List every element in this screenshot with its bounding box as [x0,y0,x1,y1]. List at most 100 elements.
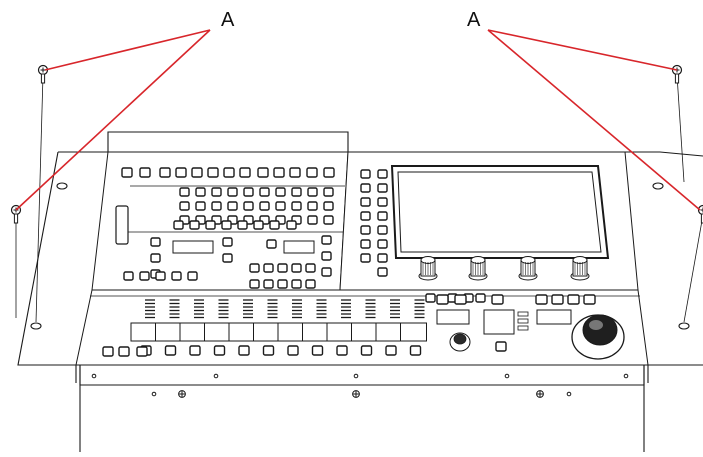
console-button [264,280,273,288]
screw-axis [677,75,684,182]
console-button [166,346,176,355]
console-button [270,221,279,229]
mini-led [518,326,528,330]
console-button [274,168,284,177]
console-button [223,238,232,246]
console-button [103,347,113,356]
mounting-hole [653,183,663,189]
console-button [244,188,253,196]
screw-axis [684,215,703,322]
console-button [137,347,147,356]
console-button [264,346,274,355]
channel-button [401,323,427,341]
screw-shank [41,74,44,83]
console-button [322,252,331,260]
console-button [361,170,370,178]
console-button [180,188,189,196]
slot [116,206,128,244]
console-button [260,202,269,210]
console-button [455,295,466,304]
console-button [267,240,276,248]
console-button [322,268,331,276]
console-button [156,272,165,280]
console-button [361,240,370,248]
leader-line [488,30,677,70]
console-button [196,202,205,210]
channel-button [352,323,378,341]
console-button [308,216,317,224]
console-button [306,264,315,272]
jog-wheel [572,315,624,359]
screw [39,66,48,84]
channel-button [180,323,206,341]
mini-display [537,310,571,324]
channel-button [229,323,255,341]
console-button [151,254,160,262]
touch-screen [392,166,608,258]
console-button [378,240,387,248]
console-button [426,294,435,302]
leader-line [45,30,210,70]
console-button [378,184,387,192]
console-button [264,264,273,272]
console-button [361,226,370,234]
console-button [324,202,333,210]
console-button [292,202,301,210]
console-button [151,238,160,246]
mini-display [484,310,514,334]
console-button [172,272,181,280]
console-button [212,188,221,196]
screw-shank [675,74,678,83]
console-button [568,295,579,304]
console-button [190,346,200,355]
console-button [124,272,133,280]
console-button [361,212,370,220]
screw [699,206,703,224]
console-button [307,168,317,177]
console-button [378,170,387,178]
channel-button [131,323,157,341]
console-button [378,198,387,206]
console-button [362,346,372,355]
console-button [324,168,334,177]
console-button [308,202,317,210]
mounting-hole [57,183,67,189]
mini-led [518,319,528,323]
console-button [223,254,232,262]
console-button [492,295,503,304]
console-button [192,168,202,177]
channel-button [303,323,329,341]
console-button [276,188,285,196]
console-button [238,221,247,229]
console-button [278,280,287,288]
console-button [244,202,253,210]
console-button [337,346,347,355]
mini-display [173,241,213,253]
console-button [278,264,287,272]
front-screws [92,374,628,397]
screw-axis [36,75,43,322]
console-button [276,202,285,210]
console-button [250,264,259,272]
console-button [188,272,197,280]
console-button [584,295,595,304]
console-button [288,346,298,355]
console-button [308,188,317,196]
console-button [378,254,387,262]
console-button [287,221,296,229]
console-button [306,280,315,288]
channel-button [327,323,353,341]
mounting-hole [31,323,41,329]
console-button [386,346,396,355]
console-button [476,294,485,302]
console-button [437,295,448,304]
channel-button [376,323,402,341]
console-button [119,347,129,356]
console-button [361,198,370,206]
console-button [239,346,249,355]
console-button [160,168,170,177]
console-button [140,168,150,177]
small-knob [450,333,470,351]
